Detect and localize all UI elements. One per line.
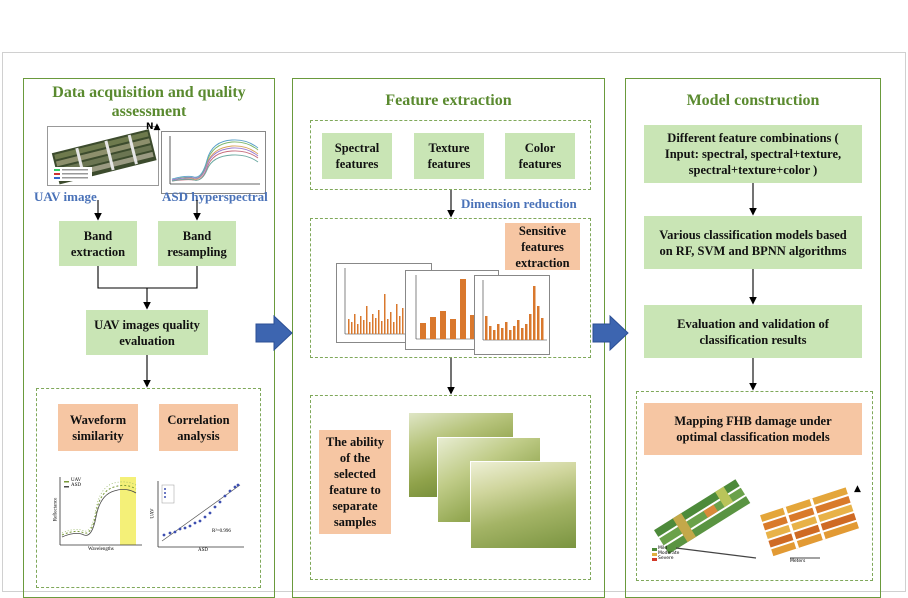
mapping-group (636, 391, 873, 581)
correlation-analysis-box: Correlation analysis (159, 404, 238, 451)
wheat-photo-3 (470, 461, 577, 549)
separability-box: The ability of the selected feature to s… (319, 430, 391, 534)
wave-legend-uav: UAV (71, 478, 82, 483)
wave-legend-asd: ASD (71, 483, 82, 488)
panel-title-acquisition: Data acquisition and quality assessment (52, 84, 246, 120)
quality-evaluation-box: UAV images quality evaluation (86, 310, 208, 355)
map-legend-mild: Mild (658, 546, 668, 551)
waveform-chart: UAV ASD Wavelengths Reflectance (50, 473, 146, 555)
panel-transition-arrows (255, 314, 629, 352)
feature-combinations-box: Different feature combinations ( Input: … (644, 125, 862, 183)
correlation-scatter-chart: R²=0.996 ASD UAV (148, 477, 248, 557)
importance-chart-color (474, 275, 550, 355)
uav-image-label: UAV image (34, 189, 97, 204)
selection-group (310, 218, 591, 358)
texture-features-box: Texture features (414, 133, 484, 179)
map-scale-label: Meters (790, 559, 806, 564)
panel-title-feature: Feature extraction (385, 92, 512, 109)
waveform-similarity-box: Waveform similarity (58, 404, 138, 451)
scatter-r2: R²=0.996 (212, 529, 231, 534)
dimension-reduction-label: Dimension reduction (461, 196, 577, 211)
map-legend-moderate: Moderate (658, 551, 680, 556)
panel-title-model: Model construction (686, 92, 820, 109)
asd-spectra-chart (161, 131, 266, 194)
classification-models-box: Various classification models based on R… (644, 216, 862, 269)
map-north-arrow-icon: ▲ (854, 484, 861, 494)
feature-types-group (310, 120, 591, 190)
connector-arrows (94, 183, 757, 395)
uav-orthomosaic-image (47, 126, 159, 186)
wave-xlabel: Wavelengths (88, 547, 114, 552)
sensitive-features-box: Sensitive features extraction (505, 223, 580, 270)
spectral-features-box: Spectral features (322, 133, 392, 179)
asd-hyperspectral-label: ASD hyperspectral (162, 189, 268, 204)
north-arrow-icon: N▲ (146, 122, 161, 132)
mapping-box: Mapping FHB damage under optimal classif… (644, 403, 862, 455)
damage-map-moderate: Mild Moderate Severe (646, 478, 766, 568)
evaluation-validation-box: Evaluation and validation of classificat… (644, 305, 862, 358)
separability-group (310, 395, 591, 580)
damage-map-severe: Meters (760, 480, 870, 570)
map-legend-severe: Severe (658, 556, 674, 561)
band-extraction-box: Band extraction (59, 221, 137, 266)
color-features-box: Color features (505, 133, 575, 179)
scatter-xlabel: ASD (198, 548, 209, 553)
band-resampling-box: Band resampling (158, 221, 236, 266)
